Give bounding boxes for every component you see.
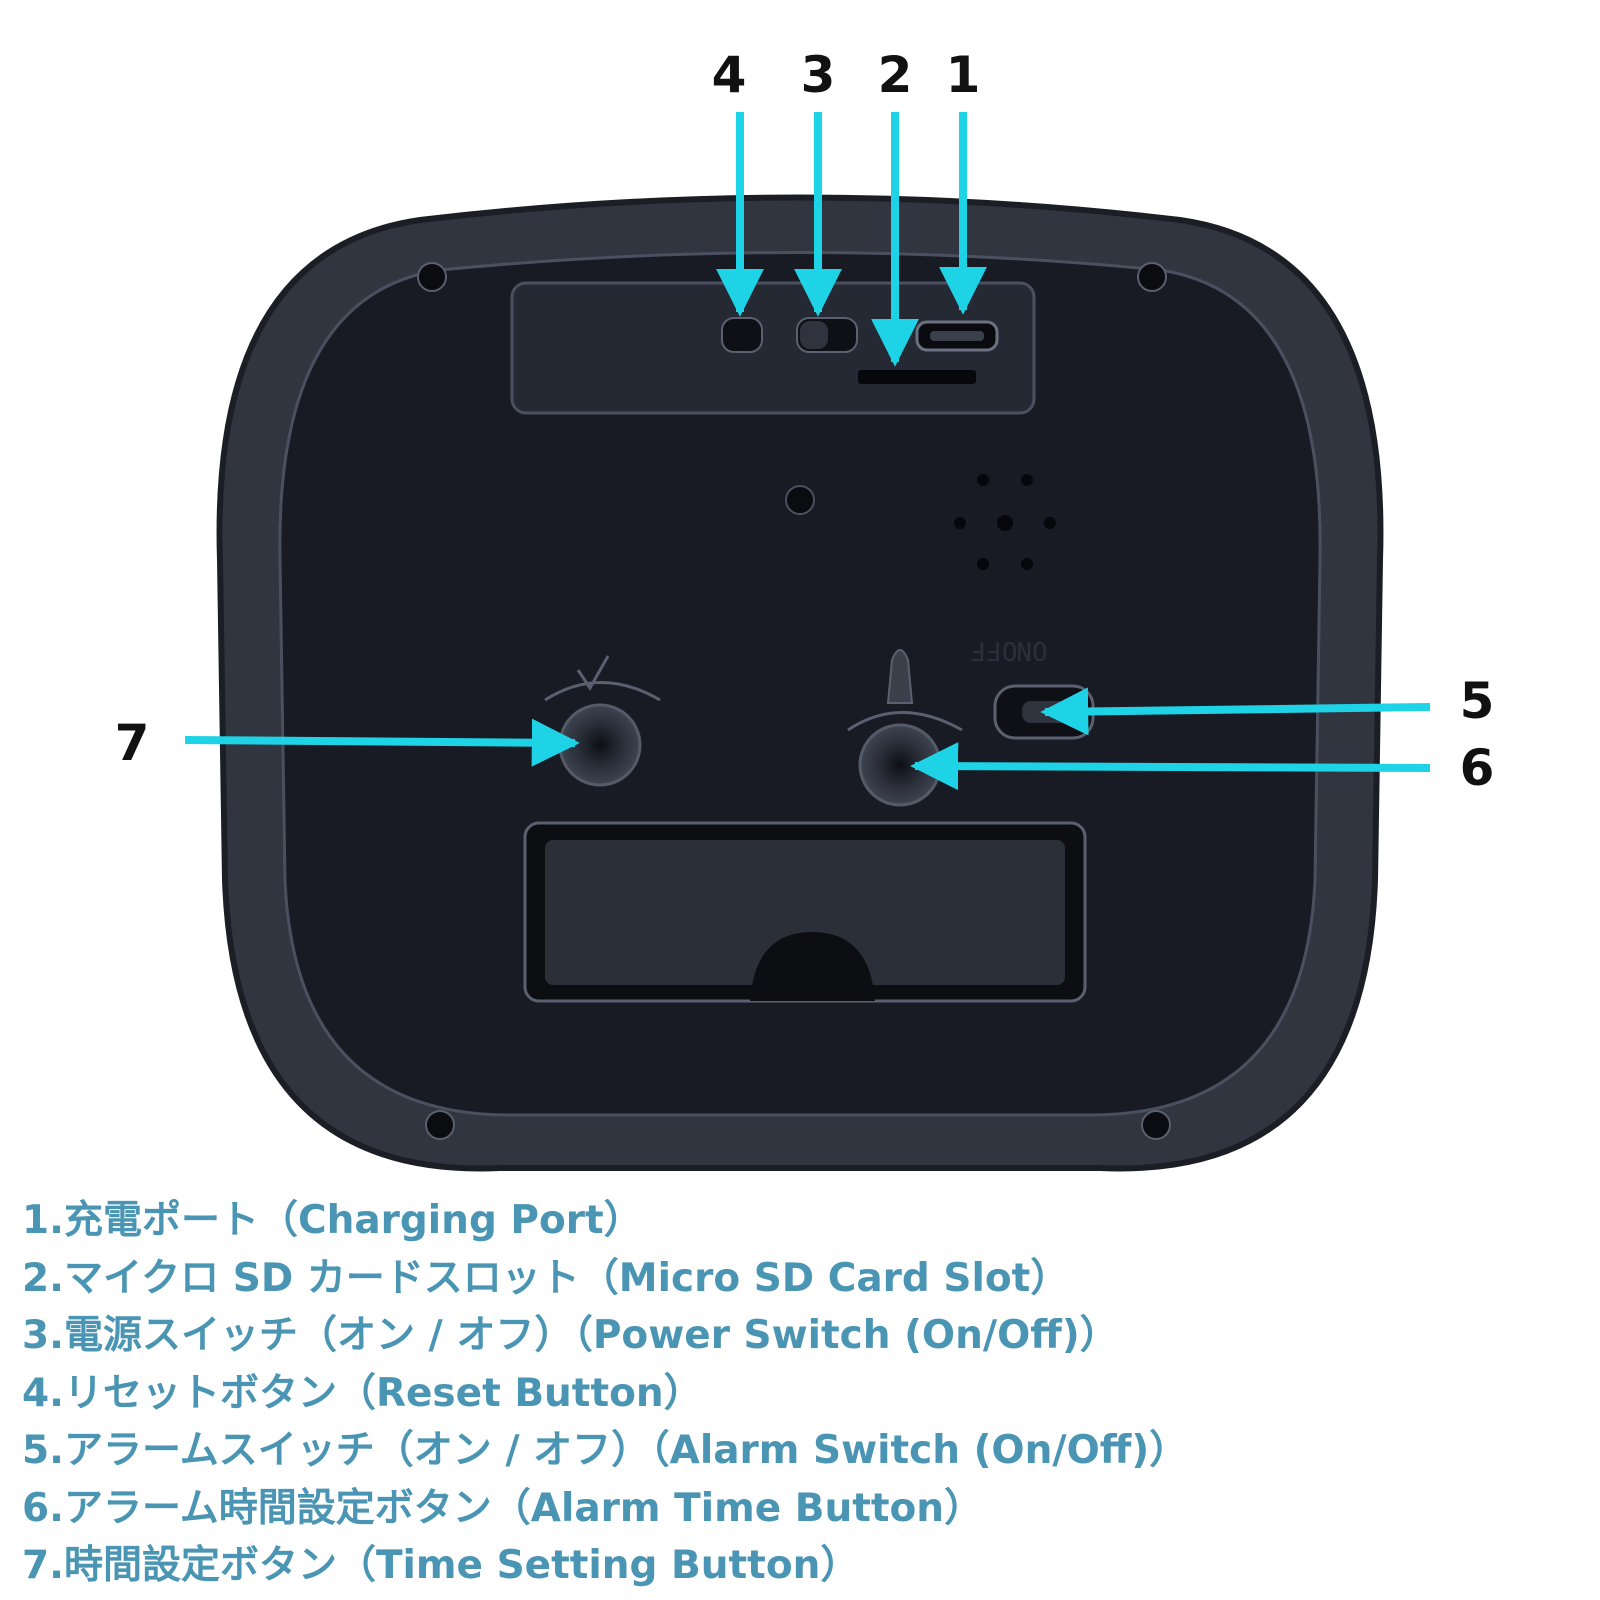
alarm-switch-markings: ON OFF bbox=[971, 635, 1048, 665]
callout-arrows bbox=[184, 112, 1431, 791]
callout-number-5: 5 bbox=[1460, 672, 1495, 730]
clock-back-diagram: ON OFF 1 2 3 4 5 6 7 bbox=[115, 46, 1495, 1172]
callout-number-3: 3 bbox=[801, 46, 836, 104]
callout-number-2: 2 bbox=[878, 46, 913, 104]
screw-icon bbox=[1137, 262, 1167, 292]
alarm-arc-icon bbox=[847, 711, 963, 732]
legend-item-charging-port: 1.充電ポート（Charging Port） bbox=[22, 1198, 643, 1243]
callout-number-6: 6 bbox=[1460, 739, 1495, 797]
micro-sd-slot[interactable] bbox=[858, 370, 976, 384]
reset-button[interactable] bbox=[721, 317, 763, 353]
switch-on-label: ON bbox=[1016, 635, 1047, 665]
time-setting-symbol-icon bbox=[576, 655, 610, 691]
bell-icon bbox=[886, 649, 914, 704]
legend-item-alarm-time-button: 6.アラーム時間設定ボタン（Alarm Time Button） bbox=[22, 1485, 984, 1531]
arrow-5 bbox=[1040, 687, 1431, 736]
screw-icon bbox=[417, 262, 447, 292]
callout-number-4: 4 bbox=[712, 46, 747, 104]
time-setting-arc-icon bbox=[544, 681, 661, 702]
battery-cover-notch bbox=[750, 932, 875, 1001]
microphone-hole bbox=[785, 485, 815, 515]
power-switch-knob bbox=[800, 321, 828, 349]
legend-list: 1.充電ポート（Charging Port） 2.マイクロ SD カードスロット… bbox=[22, 1192, 1582, 1595]
legend-item-micro-sd-slot: 2.マイクロ SD カードスロット（Micro SD Card Slot） bbox=[22, 1255, 1070, 1301]
arrow-7 bbox=[184, 718, 580, 767]
charging-port-socket bbox=[930, 331, 984, 341]
screw-icons bbox=[417, 262, 1171, 1140]
battery-cover[interactable] bbox=[545, 840, 1065, 985]
callout-number-7: 7 bbox=[115, 714, 150, 772]
callout-number-1: 1 bbox=[946, 46, 981, 104]
screw-icon bbox=[425, 1110, 455, 1140]
legend-item-alarm-switch: 5.アラームスイッチ（オン / オフ）（Alarm Switch (On/Off… bbox=[22, 1428, 1189, 1473]
legend-item-time-setting-button: 7.時間設定ボタン（Time Setting Button） bbox=[22, 1543, 860, 1588]
speaker-grille bbox=[954, 474, 1056, 570]
screw-icon bbox=[1141, 1110, 1171, 1140]
legend-item-power-switch: 3.電源スイッチ（オン / オフ）（Power Switch (On/Off)） bbox=[22, 1313, 1119, 1358]
legend-item-reset-button: 4.リセットボタン（Reset Button） bbox=[22, 1370, 703, 1416]
switch-off-label: OFF bbox=[971, 635, 1018, 665]
arrow-6 bbox=[910, 742, 1431, 791]
